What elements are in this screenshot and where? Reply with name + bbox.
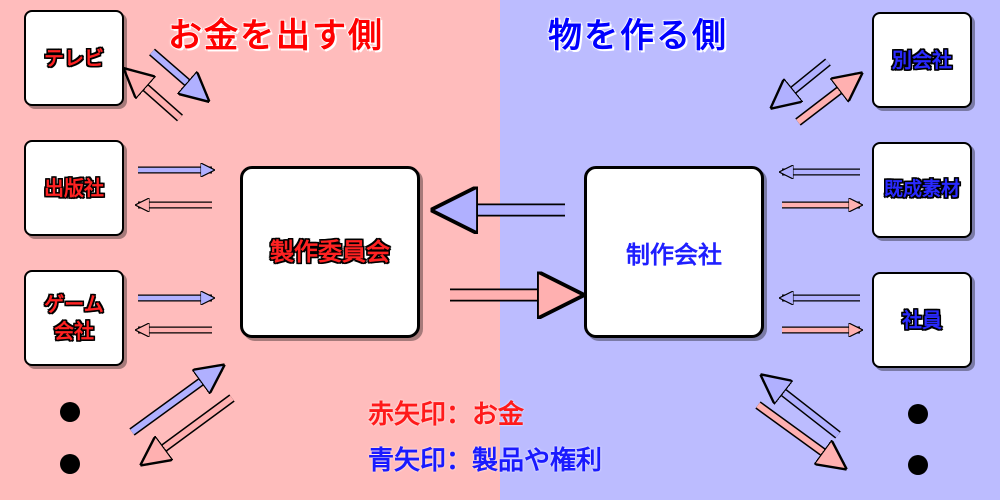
money-side-title: お金を出す側 [167,15,384,57]
production-studio-box: 制作会社 [584,166,764,338]
publisher-box: 出版社 [24,140,124,236]
existing-material-box: 既成素材 [872,142,972,238]
tv-money-arrow [128,72,183,122]
ellipsis-dot-right-1 [908,404,928,424]
tv-box: テレビ [24,10,124,106]
legend-red-arrow: 赤矢印：お金 [368,400,525,430]
game-company-label-line2: 会社 [54,319,94,343]
ellipsis-dot-left-2 [60,454,80,474]
others-product-arrow-left [129,368,220,436]
production-committee-label: 製作委員会 [270,237,390,266]
legend-blue-arrow: 青矢印：製品や権利 [368,446,603,476]
others-money-arrow-left [145,394,235,462]
other-company-box: 別会社 [872,12,972,108]
staff-box: 社員 [872,272,972,368]
other-company-money-arrow [795,76,858,126]
others-money-arrow-right [755,401,842,466]
production-studio-label: 制作会社 [626,240,722,269]
existing-material-label: 既成素材 [883,178,960,201]
other-company-product-arrow [775,58,831,105]
ellipsis-dot-right-2 [908,455,928,475]
others-product-arrow-right [765,378,841,439]
tv-product-arrow [149,48,205,98]
other-company-label: 別会社 [892,47,952,72]
tv-label: テレビ [44,45,104,70]
maker-side-title: 物を作る側 [547,15,728,57]
ellipsis-dot-left-1 [60,402,80,422]
game-company-box: ゲーム 会社 [24,270,124,366]
staff-label: 社員 [902,307,942,332]
production-committee-box: 製作委員会 [240,166,420,338]
publisher-label: 出版社 [44,175,104,200]
game-company-label-line1: ゲーム [44,292,104,316]
